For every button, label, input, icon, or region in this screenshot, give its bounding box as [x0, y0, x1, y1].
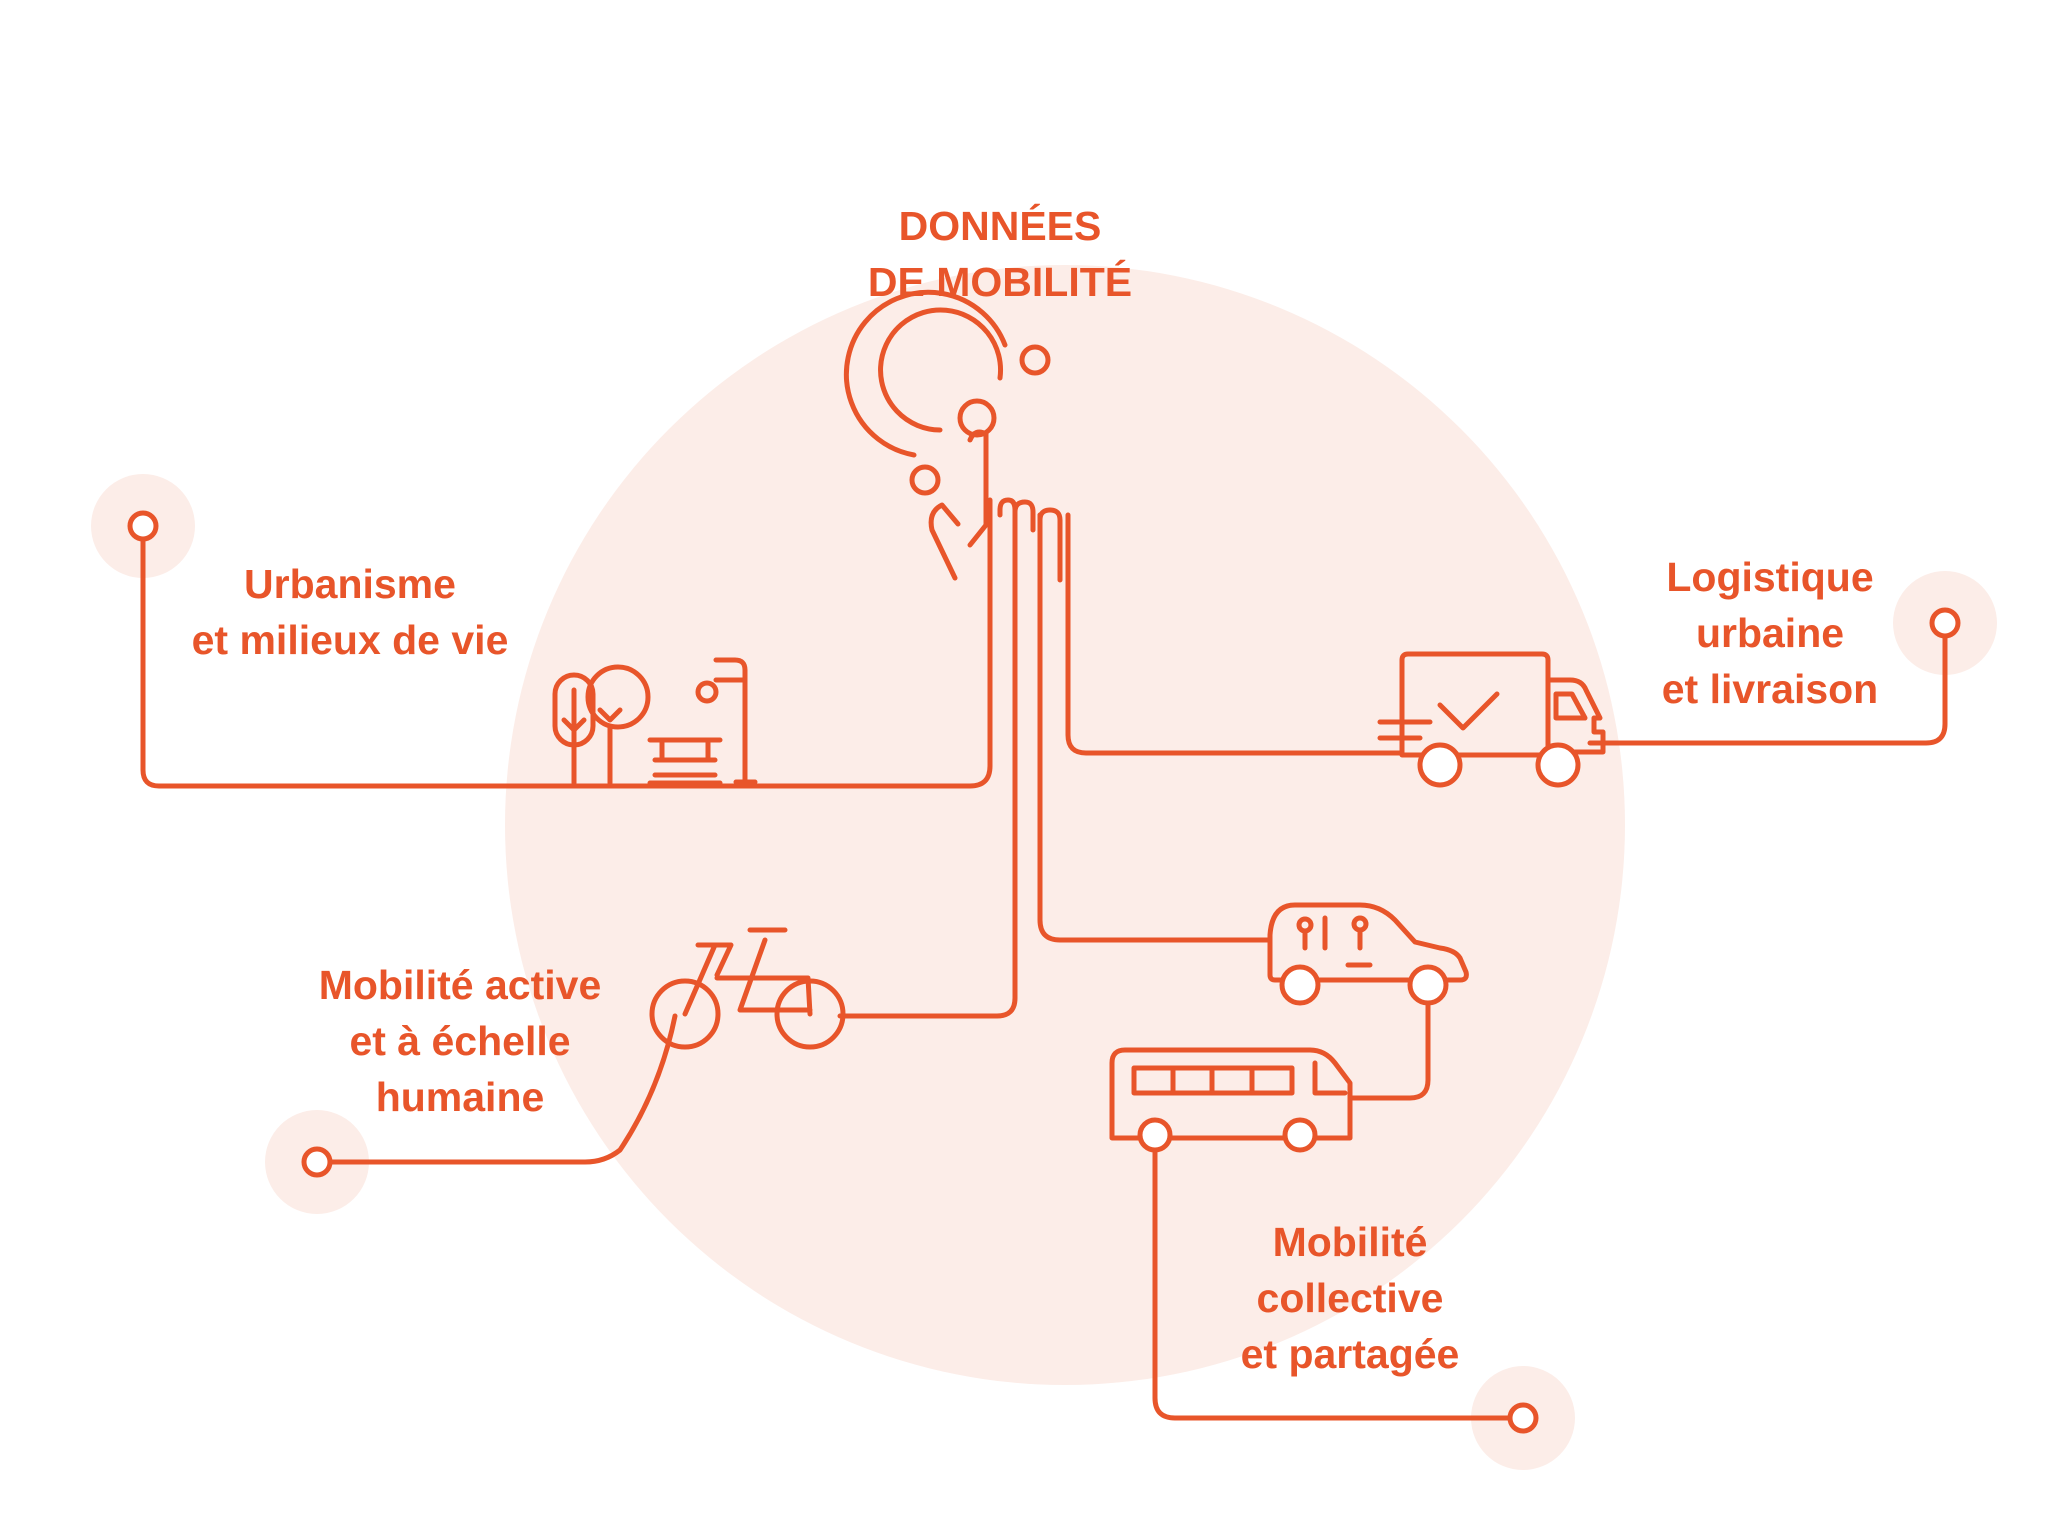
active-label-line2: et à échelle	[349, 1018, 571, 1064]
logistique-label-line3: et livraison	[1661, 666, 1879, 712]
touch-signal-icon	[843, 289, 1063, 583]
bicycle-icon	[649, 927, 846, 1050]
center-halo	[505, 265, 1625, 1385]
logistique-node	[1929, 607, 1961, 639]
urbanisme-label-line1: Urbanisme	[244, 561, 456, 607]
urbanisme-label-line2: et milieux de vie	[191, 617, 509, 663]
urbanisme-node	[127, 510, 159, 542]
active-label-line1: Mobilité active	[318, 962, 602, 1008]
collective-label-line2: collective	[1256, 1275, 1444, 1321]
active-label-line3: humaine	[375, 1074, 545, 1120]
collective-connector-bottom	[1152, 1132, 1513, 1421]
collective-connector-top	[1037, 512, 1273, 943]
collective-label: Mobilité collective et partagée	[1200, 1214, 1500, 1382]
logistique-label: Logistique urbaine et livraison	[1640, 549, 1900, 717]
logistique-label-line1: Logistique	[1666, 554, 1874, 600]
active-label: Mobilité active et à échelle humaine	[280, 957, 640, 1125]
park-icon	[552, 657, 758, 786]
urbanisme-label: Urbanisme et milieux de vie	[170, 556, 530, 668]
bus-icon	[1109, 1047, 1353, 1153]
car-icon	[1267, 902, 1469, 1006]
center-title-line2: DE MOBILITÉ	[867, 259, 1133, 305]
center-title-line1: DONNÉES	[898, 203, 1102, 249]
active-node	[301, 1146, 333, 1178]
collective-label-line1: Mobilité	[1272, 1219, 1428, 1265]
urbanisme-connector	[140, 497, 993, 789]
center-title: DONNÉES DE MOBILITÉ	[850, 198, 1150, 310]
active-connector	[327, 502, 1018, 1165]
collective-node	[1507, 1402, 1539, 1434]
collective-label-line3: et partagée	[1240, 1331, 1460, 1377]
logistique-label-line2: urbaine	[1695, 610, 1845, 656]
collective-connector-bus	[1347, 984, 1431, 1101]
delivery-truck-icon	[1377, 651, 1606, 788]
logistique-connector	[1065, 512, 1948, 756]
